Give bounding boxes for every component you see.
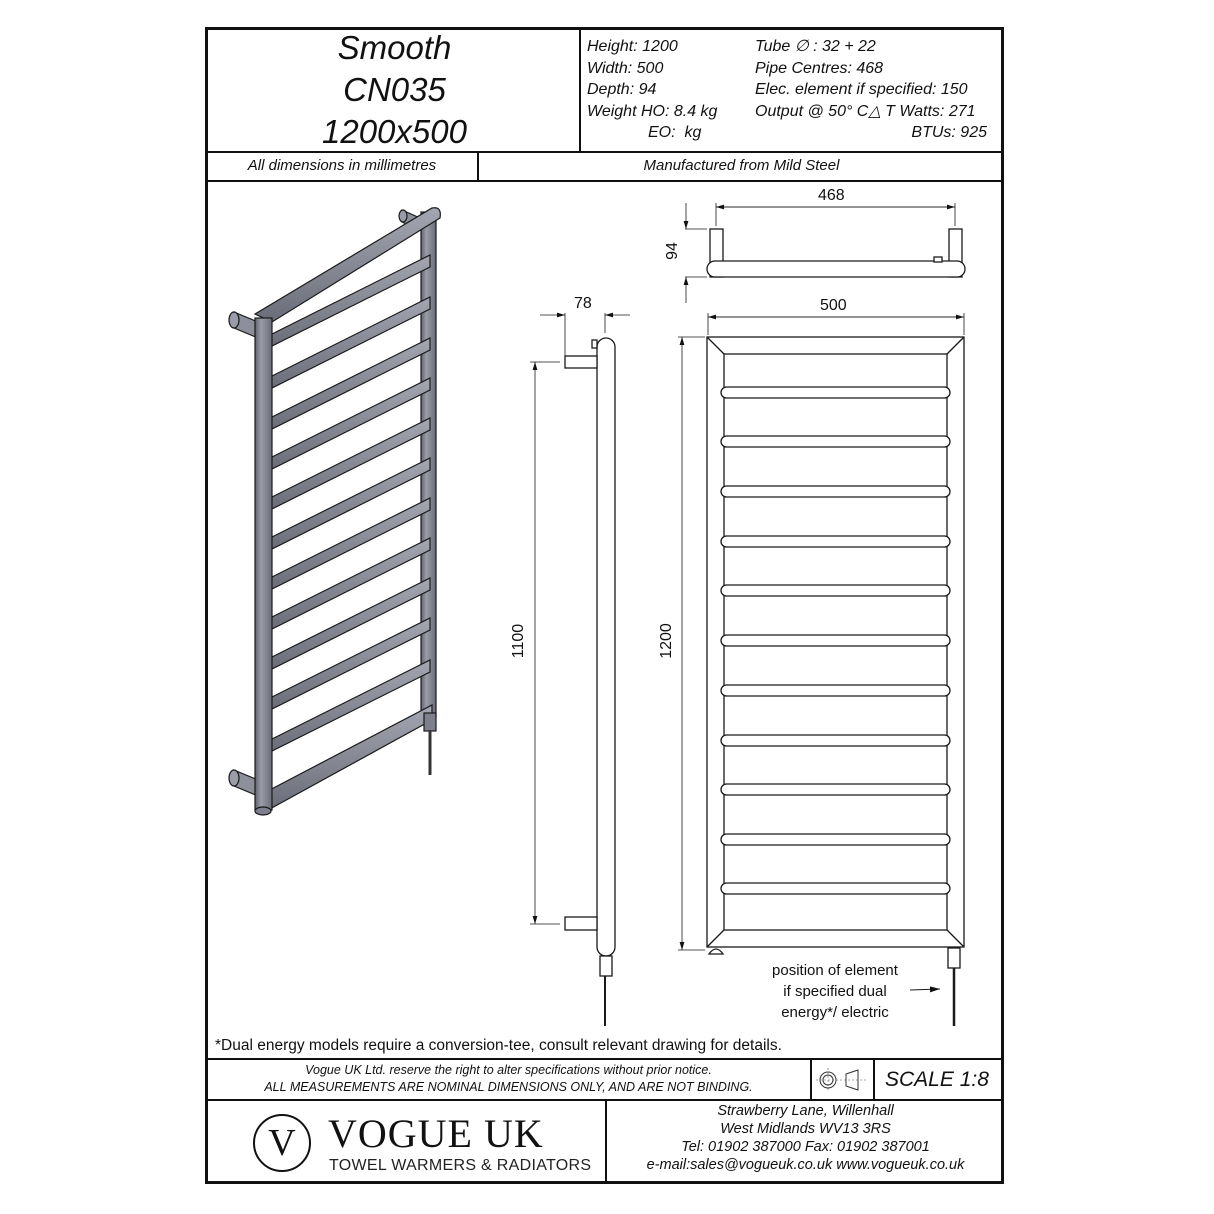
divider: [605, 1100, 607, 1184]
dim-height: 1200: [657, 623, 675, 659]
dim-width: 500: [820, 297, 847, 314]
company-name: VOGUE UK: [328, 1111, 544, 1156]
dim-offset: 78: [574, 295, 592, 312]
address-line-1: Strawberry Lane, Willenhall: [717, 1103, 894, 1119]
divider: [873, 1059, 875, 1100]
product-size: 1200x500: [322, 113, 467, 150]
spec-depth: Depth: 94: [587, 81, 657, 98]
model-code: CN035: [343, 71, 446, 108]
spec-height: Height: 1200: [587, 38, 678, 55]
side-view: [530, 312, 630, 1026]
divider: [579, 29, 581, 153]
top-view: [683, 203, 966, 335]
spec-weight-eo: EO: kg: [648, 124, 702, 141]
disclaimer-line-2: ALL MEASUREMENTS ARE NOMINAL DIMENSIONS …: [264, 1080, 753, 1094]
spec-weight-ho: Weight HO: 8.4 kg: [587, 103, 718, 120]
phone-fax: Tel: 01902 387000 Fax: 01902 387001: [681, 1139, 930, 1155]
divider: [207, 1058, 1004, 1060]
dim-bracket-height: 1100: [510, 623, 528, 659]
material-note: Manufactured from Mild Steel: [643, 157, 840, 174]
disclaimer-line-1: Vogue UK Ltd. reserve the right to alter…: [305, 1063, 712, 1077]
divider: [477, 152, 479, 182]
isometric-view: [228, 207, 441, 816]
element-note-line: energy*/ electric: [781, 1004, 889, 1021]
scale-label: SCALE 1:8: [885, 1068, 989, 1091]
drawing-sheet: [205, 27, 1004, 1184]
dual-energy-footnote: *Dual energy models require a conversion…: [215, 1037, 782, 1054]
dim-depth: 94: [663, 242, 681, 260]
product-name: Smooth: [337, 29, 452, 66]
spec-pipe-centres: Pipe Centres: 468: [755, 60, 884, 77]
element-note-line: if specified dual: [783, 983, 887, 1000]
spec-elec-element: Elec. element if specified: 150: [755, 81, 968, 98]
email-website: e-mail:sales@vogueuk.co.uk www.vogueuk.c…: [646, 1157, 965, 1173]
dim-pipe-centres: 468: [818, 187, 845, 204]
divider: [207, 151, 1004, 153]
divider: [810, 1059, 812, 1100]
spec-width: Width: 500: [587, 60, 664, 77]
third-angle-projection-icon: [816, 1068, 868, 1092]
logo-letter: V: [268, 1122, 296, 1164]
units-note: All dimensions in millimetres: [247, 157, 437, 174]
address-line-2: West Midlands WV13 3RS: [720, 1121, 891, 1137]
front-view: [678, 336, 965, 1026]
spec-btus: BTUs: 925: [911, 124, 987, 141]
spec-output-watts: Output @ 50° C△ T Watts: 271: [755, 103, 976, 120]
logo-circle: V: [253, 1114, 311, 1172]
divider: [207, 180, 1004, 182]
spec-tube-diameter: Tube ∅ : 32 + 22: [755, 38, 876, 55]
company-tagline: TOWEL WARMERS & RADIATORS: [329, 1157, 592, 1174]
element-note-line: position of element: [772, 962, 898, 979]
